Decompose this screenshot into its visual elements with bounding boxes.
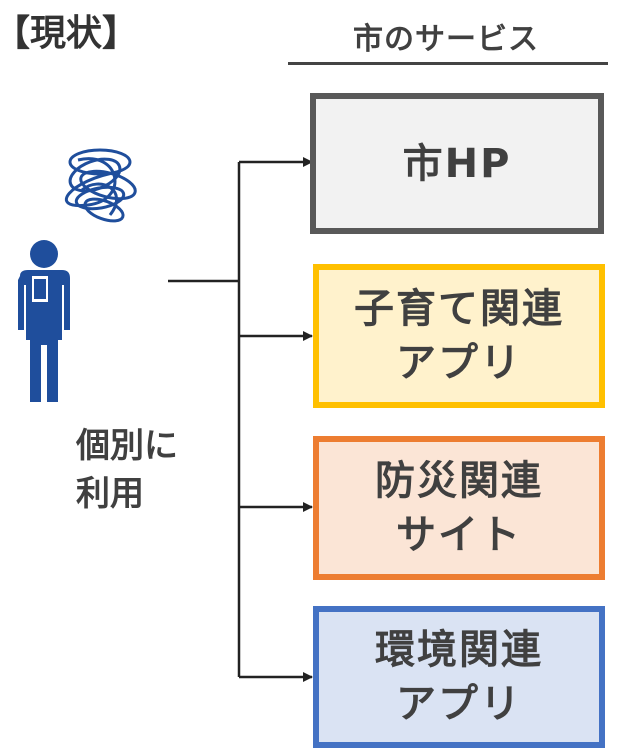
service-box-environment-app[interactable]: 環境関連 アプリ bbox=[313, 606, 605, 748]
service-box-disaster-site[interactable]: 防災関連 サイト bbox=[313, 436, 605, 580]
service-label-environment-app: 環境関連 アプリ bbox=[375, 627, 543, 727]
service-label-city-hp: 市HP bbox=[402, 140, 512, 187]
services-header: 市のサービス bbox=[353, 22, 539, 57]
page-title: 【現状】 bbox=[0, 13, 139, 54]
tangled-thought-icon bbox=[64, 148, 137, 223]
service-label-disaster-site: 防災関連 サイト bbox=[375, 458, 543, 558]
user-label: 個別に 利用 bbox=[76, 426, 178, 515]
connector-lines bbox=[168, 157, 313, 682]
header-underline bbox=[288, 62, 608, 65]
service-box-childcare-app[interactable]: 子育て関連 アプリ bbox=[313, 264, 605, 408]
service-label-childcare-app: 子育て関連 アプリ bbox=[354, 286, 564, 386]
service-box-city-hp[interactable]: 市HP bbox=[310, 93, 604, 234]
person-with-phone-icon bbox=[18, 240, 70, 402]
